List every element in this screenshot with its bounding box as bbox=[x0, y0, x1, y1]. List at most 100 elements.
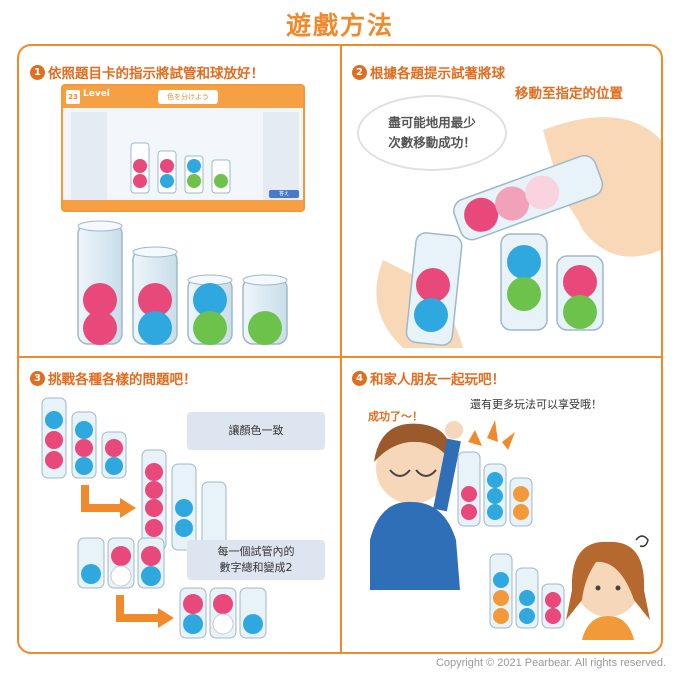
ball-green bbox=[248, 311, 282, 345]
ball-blue bbox=[175, 499, 193, 517]
tube-1 bbox=[77, 220, 123, 345]
problem-2-after bbox=[179, 587, 267, 639]
step-number-3: 3 bbox=[30, 370, 45, 386]
tube-4 bbox=[242, 274, 288, 345]
step-4-illustration bbox=[370, 420, 650, 640]
ball-pink bbox=[83, 283, 117, 317]
card-footer-bar bbox=[63, 200, 303, 210]
ball-pink-2 bbox=[213, 594, 233, 614]
tilted-tube bbox=[453, 154, 604, 241]
card-ball bbox=[160, 159, 174, 173]
boy-hair bbox=[374, 423, 451, 462]
step-2-subtext: 移動至指定的位置 bbox=[515, 86, 623, 102]
ball-pink bbox=[145, 499, 163, 517]
hint-bubble: 盡可能地用最少 次數移動成功！ bbox=[357, 95, 507, 171]
arrow-2-head bbox=[158, 608, 174, 628]
ball-pink-1 bbox=[183, 594, 203, 614]
ball-pink-2 bbox=[141, 546, 161, 566]
ball-blue bbox=[193, 283, 227, 317]
burst-3 bbox=[502, 432, 515, 450]
card-window-left bbox=[71, 112, 107, 202]
tube-right-2 bbox=[556, 255, 604, 331]
girl-hair bbox=[566, 541, 650, 620]
ball-pink bbox=[145, 481, 163, 499]
step-3-text: 挑戰各種各樣的問題吧！ bbox=[48, 372, 197, 388]
step-number-4: 4 bbox=[352, 370, 367, 386]
copyright-text: Copyright © 2021 Pearbear. All rights re… bbox=[435, 657, 666, 669]
ball-green bbox=[563, 295, 597, 329]
hint-line-2: 次數移動成功！ bbox=[388, 135, 476, 150]
boy-shirt bbox=[370, 501, 460, 590]
ball-blue-1 bbox=[183, 614, 203, 634]
problem-2-before bbox=[77, 537, 165, 589]
girl-shirt bbox=[582, 616, 634, 640]
problem-1-after bbox=[141, 449, 227, 551]
divider-vertical bbox=[340, 46, 342, 652]
step-2-text: 根據各題提示試著將球 bbox=[370, 66, 505, 82]
card-ball bbox=[160, 174, 174, 188]
label-same-color-text: 讓顏色一致 bbox=[228, 423, 284, 437]
arrow-1 bbox=[81, 485, 122, 512]
ball-blue bbox=[75, 457, 93, 475]
ball-pink bbox=[145, 463, 163, 481]
tube-right-1 bbox=[500, 233, 548, 331]
card-ball bbox=[133, 159, 147, 173]
ball-blue-1 bbox=[81, 564, 101, 584]
ball-pink-faint bbox=[525, 175, 560, 210]
card-level-label: Level bbox=[83, 89, 110, 99]
ball-pink-fading bbox=[495, 186, 530, 221]
family-tubes-1 bbox=[457, 451, 533, 527]
problem-1-before bbox=[41, 397, 127, 479]
ball-pink bbox=[105, 439, 123, 457]
arrow-1-head bbox=[120, 498, 136, 518]
step-3-illustration bbox=[41, 397, 267, 639]
ball-green bbox=[507, 277, 541, 311]
step-number-1: 1 bbox=[30, 64, 45, 80]
ball-blue bbox=[175, 519, 193, 537]
ball-blue bbox=[507, 245, 541, 279]
held-tube bbox=[405, 232, 463, 346]
step-4-heading: 4 和家人朋友一起玩吧！ bbox=[352, 368, 505, 388]
tube-3 bbox=[187, 274, 233, 345]
ball-pink bbox=[464, 197, 499, 232]
ball-white bbox=[212, 613, 234, 635]
ball-green bbox=[193, 311, 227, 345]
more-ways-text: 還有更多玩法可以享受哦！ bbox=[470, 398, 602, 411]
page-title: 遊戲方法 bbox=[271, 6, 408, 42]
tube-2 bbox=[132, 246, 178, 345]
ball-pink bbox=[145, 519, 163, 537]
card-ball bbox=[187, 159, 201, 173]
label-sum-line-2: 數字總和變成2 bbox=[219, 561, 293, 574]
arrow-2 bbox=[116, 595, 160, 622]
ball-pink-1 bbox=[111, 546, 131, 566]
card-window-right bbox=[263, 112, 299, 202]
ball-blue bbox=[105, 457, 123, 475]
ball-pink bbox=[563, 265, 597, 299]
step-2-illustration bbox=[376, 117, 661, 348]
ball-pink bbox=[75, 439, 93, 457]
ball-pink bbox=[83, 311, 117, 345]
step-1-tubes bbox=[77, 220, 288, 345]
title-wrap: 遊戲方法 bbox=[0, 6, 680, 42]
question-card: 23 Level 色を分けよう 答え bbox=[61, 84, 305, 212]
ball-blue-2 bbox=[243, 614, 263, 634]
card-answer-button: 答え bbox=[269, 190, 299, 198]
label-sum-two: 每一個試管內的 數字總和變成2 bbox=[187, 540, 325, 580]
card-ball bbox=[187, 174, 201, 188]
girl bbox=[566, 535, 650, 640]
card-goal: 色を分けよう bbox=[158, 90, 218, 104]
ball-blue bbox=[75, 421, 93, 439]
step-1-text: 依照題目卡的指示將試管和球放好！ bbox=[48, 66, 264, 82]
divider-horizontal bbox=[18, 356, 662, 358]
card-illustration bbox=[71, 112, 299, 202]
confused-mark bbox=[635, 535, 649, 548]
ball-blue bbox=[138, 311, 172, 345]
ball-blue bbox=[45, 411, 63, 429]
ball-blue bbox=[414, 298, 448, 332]
step-4-text: 和家人朋友一起玩吧！ bbox=[370, 372, 505, 388]
label-same-color: 讓顏色一致 bbox=[187, 412, 325, 450]
ball-pink bbox=[138, 283, 172, 317]
card-level-badge: 23 bbox=[66, 90, 80, 104]
hint-line-1: 盡可能地用最少 bbox=[388, 115, 476, 130]
content-frame bbox=[17, 44, 663, 654]
